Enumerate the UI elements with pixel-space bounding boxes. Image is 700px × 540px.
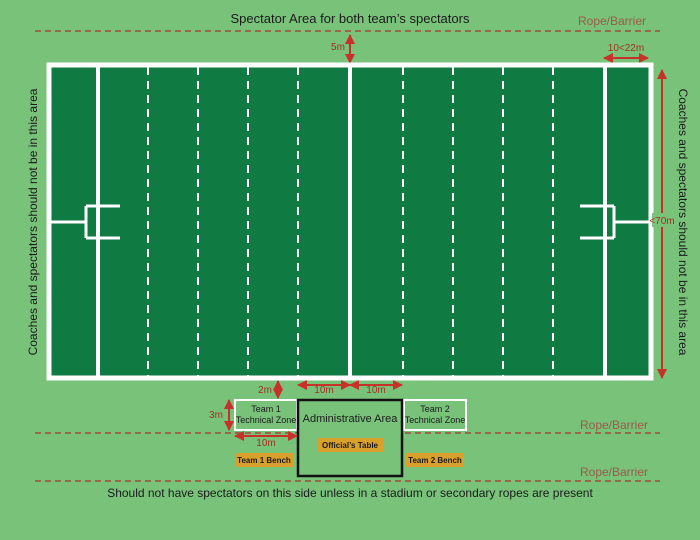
team1-zone-line1: Team 1 bbox=[251, 404, 281, 414]
top-gap-label: 5m bbox=[331, 42, 345, 53]
bottom-note: Should not have spectators on this side … bbox=[107, 486, 593, 500]
officials-table bbox=[317, 438, 383, 452]
rope-barrier-label-top: Rope/Barrier bbox=[578, 14, 646, 28]
team1-bench bbox=[235, 453, 293, 467]
left-admin-offset-label: 10m bbox=[314, 385, 333, 396]
zone-gap-label: 2m bbox=[258, 385, 272, 396]
pitch bbox=[46, 62, 654, 381]
spectator-area-label: Spectator Area for both team’s spectator… bbox=[231, 11, 470, 26]
team1-bench-label: Team 1 Bench bbox=[237, 456, 291, 465]
in-goal-label: 10<22m bbox=[608, 43, 644, 54]
team2-technical-zone bbox=[403, 399, 467, 431]
team2-bench bbox=[406, 453, 464, 467]
dashed-field-lines bbox=[147, 67, 554, 376]
team2-zone-line1: Team 2 bbox=[420, 404, 450, 414]
goal-posts-left bbox=[49, 204, 120, 240]
side-zone-label-left: Coaches and spectators should not be in … bbox=[26, 88, 40, 355]
team1-zone-line2: Technical Zone bbox=[236, 415, 297, 425]
right-admin-offset-label: 10m bbox=[366, 385, 385, 396]
administrative-area-label: Administrative Area bbox=[303, 413, 399, 425]
rope-barrier-label-middle: Rope/Barrier bbox=[580, 418, 648, 432]
zone-depth-label: 3m bbox=[209, 410, 223, 421]
zone-length-label: 10m bbox=[256, 438, 275, 449]
rope-barrier-label-bottom: Rope/Barrier bbox=[580, 465, 648, 479]
team2-zone-line2: Technical Zone bbox=[405, 415, 466, 425]
goal-posts-right bbox=[580, 204, 651, 240]
officials-table-label: Official’s Table bbox=[322, 441, 379, 450]
side-zone-label-right: Coaches and spectators should not be in … bbox=[676, 89, 690, 356]
team2-bench-label: Team 2 Bench bbox=[408, 456, 462, 465]
width-label: <70m bbox=[649, 216, 674, 227]
